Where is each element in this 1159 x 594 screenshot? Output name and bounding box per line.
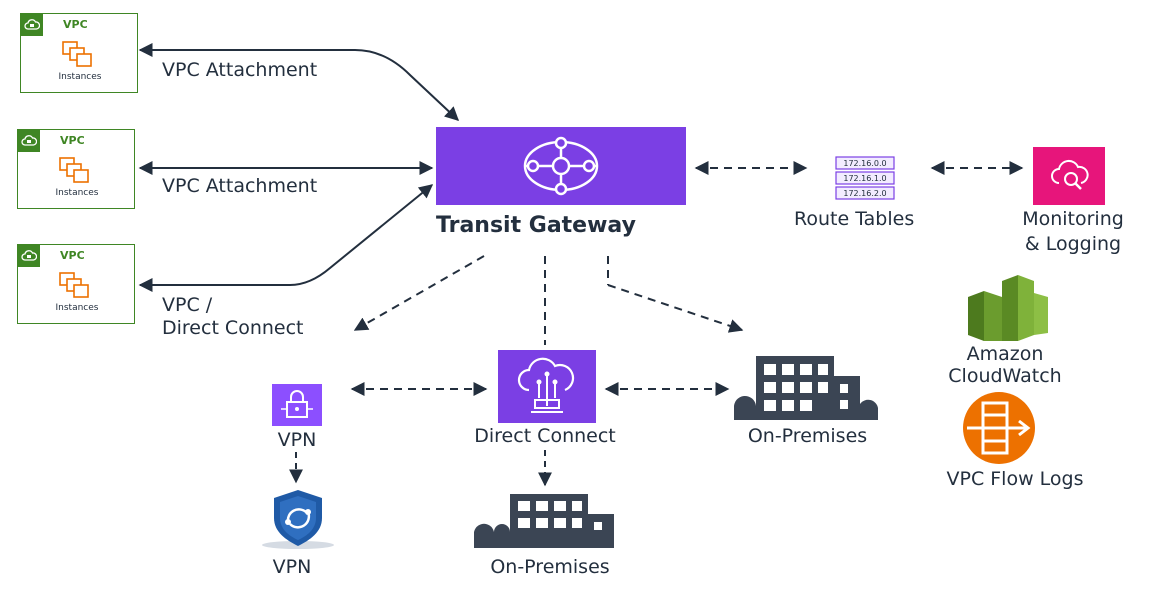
transit-gateway-icon bbox=[523, 136, 599, 196]
route-tables-label: Route Tables bbox=[794, 208, 915, 230]
vpn-node[interactable] bbox=[272, 384, 322, 426]
building-icon bbox=[474, 494, 614, 548]
vpc-cloud-icon bbox=[18, 245, 40, 267]
vpn-label-bottom: VPN bbox=[272, 556, 312, 578]
direct-connect-label: Direct Connect bbox=[474, 425, 616, 447]
on-premises-label-bottom: On-Premises bbox=[490, 556, 610, 578]
vpc-attachment-label-1: VPC Attachment bbox=[162, 59, 318, 81]
transit-gateway-label: Transit Gateway bbox=[436, 213, 636, 238]
connector-tgw-onprem-b bbox=[607, 284, 744, 333]
cloudwatch-label-line2: CloudWatch bbox=[948, 365, 1062, 387]
monitoring-label-line1: Monitoring bbox=[1022, 208, 1124, 230]
route-table-row-3: 172.16.2.0 bbox=[843, 189, 886, 198]
instances-icon bbox=[62, 41, 92, 67]
cloudwatch-label-line1: Amazon bbox=[966, 343, 1044, 365]
instances-icon bbox=[59, 272, 89, 298]
vpc-dc-label-line2: Direct Connect bbox=[162, 317, 304, 339]
direct-connect-icon bbox=[517, 357, 575, 413]
monitoring-label-line2: & Logging bbox=[1024, 233, 1122, 255]
vpc-cloud-icon bbox=[21, 14, 43, 36]
route-table-icon: 172.16.0.0 172.16.1.0 172.16.2.0 bbox=[835, 156, 895, 200]
vpc-box-1[interactable]: VPC Instances bbox=[20, 13, 138, 93]
building-icon bbox=[734, 356, 878, 420]
vpc-attachment-label-2: VPC Attachment bbox=[162, 175, 318, 197]
cloudwatch-icon bbox=[968, 275, 1048, 341]
vpc-label: VPC bbox=[63, 18, 88, 31]
instances-label: Instances bbox=[55, 303, 99, 313]
on-premises-label-right: On-Premises bbox=[747, 425, 868, 447]
route-table-row-2: 172.16.1.0 bbox=[843, 174, 886, 183]
vpc-label: VPC bbox=[60, 249, 85, 262]
transit-gateway-node[interactable] bbox=[436, 127, 686, 205]
vpc-cloud-icon bbox=[18, 130, 40, 152]
vpc-label: VPC bbox=[60, 134, 85, 147]
monitoring-node[interactable] bbox=[1033, 147, 1105, 205]
flow-logs-label: VPC Flow Logs bbox=[946, 468, 1084, 490]
vpn-label-top: VPN bbox=[277, 429, 317, 451]
connector-tgw-vpcdc bbox=[353, 255, 485, 331]
instances-label: Instances bbox=[55, 188, 99, 198]
connector-vpc1-tgw bbox=[138, 43, 460, 121]
connector-vpc3-tgw bbox=[138, 184, 434, 292]
route-table-row-1: 172.16.0.0 bbox=[843, 159, 886, 168]
vpc-box-2[interactable]: VPC Instances bbox=[17, 129, 135, 209]
monitoring-search-icon bbox=[1051, 159, 1089, 190]
flow-logs-icon bbox=[963, 392, 1035, 464]
direct-connect-node[interactable] bbox=[498, 350, 596, 423]
vpn-shield-icon bbox=[262, 490, 334, 549]
vpc-box-3[interactable]: VPC Instances bbox=[17, 244, 135, 324]
instances-icon bbox=[59, 157, 89, 183]
vpc-dc-label-line1: VPC / bbox=[162, 294, 213, 316]
instances-label: Instances bbox=[58, 72, 102, 82]
vpn-lock-icon bbox=[281, 390, 313, 418]
